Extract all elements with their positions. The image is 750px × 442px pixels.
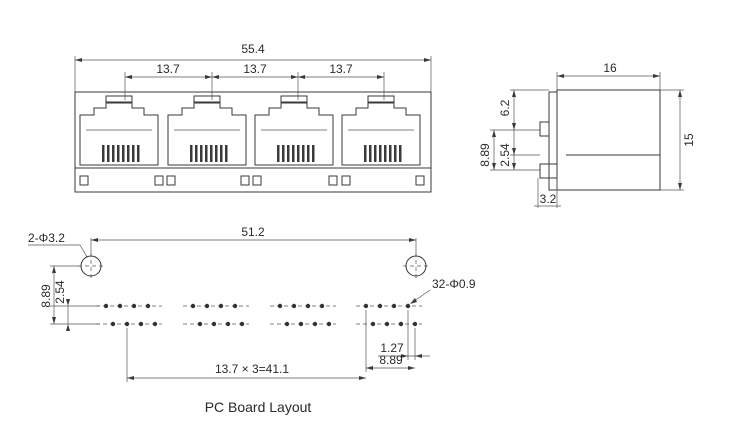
dim-d-label: 3.2 <box>540 192 557 206</box>
dim-b-label: 8.89 <box>478 143 492 167</box>
pin-pitch-label: 1.27 <box>380 341 404 355</box>
mount-holes-label: 2-Φ3.2 <box>28 231 65 245</box>
rj45-port-3 <box>254 95 334 166</box>
pin-group-3 <box>270 303 336 327</box>
mount-hole-left <box>80 255 102 277</box>
dim-c-label: 2.54 <box>498 143 512 167</box>
dim-a-label: 6.2 <box>498 99 512 116</box>
pcb-layout: 2-Φ3.2 51.2 8.89 2.54 <box>28 225 476 415</box>
vert-a-label: 8.89 <box>39 284 53 308</box>
side-view: 16 15 6.2 8.89 2.54 3.2 <box>478 61 696 208</box>
rj45-port-2 <box>167 95 247 166</box>
depth-label: 16 <box>603 61 617 75</box>
pin-group-2 <box>183 303 249 327</box>
height-label: 15 <box>682 133 696 147</box>
total-span-label: 13.7 × 3=41.1 <box>215 362 289 376</box>
port-pitch-3-label: 13.7 <box>329 62 353 76</box>
pcb-layout-caption: PC Board Layout <box>205 399 312 415</box>
front-view: 55.4 13.7 13.7 13.7 <box>74 42 432 193</box>
hole-span-label: 51.2 <box>241 225 265 239</box>
rj45-port-4 <box>341 95 421 166</box>
vert-b-label: 2.54 <box>53 280 67 304</box>
pin-group-4 <box>356 303 422 327</box>
port-pitch-2-label: 13.7 <box>243 62 267 76</box>
pin-holes-label: 32-Φ0.9 <box>432 277 476 291</box>
port-pitch-1-label: 13.7 <box>156 62 180 76</box>
mount-hole-right <box>405 255 427 277</box>
row-span-label: 8.89 <box>379 353 403 367</box>
overall-width-label: 55.4 <box>241 42 265 56</box>
rj45-port-1 <box>79 95 159 166</box>
pin-group-1 <box>96 303 162 327</box>
